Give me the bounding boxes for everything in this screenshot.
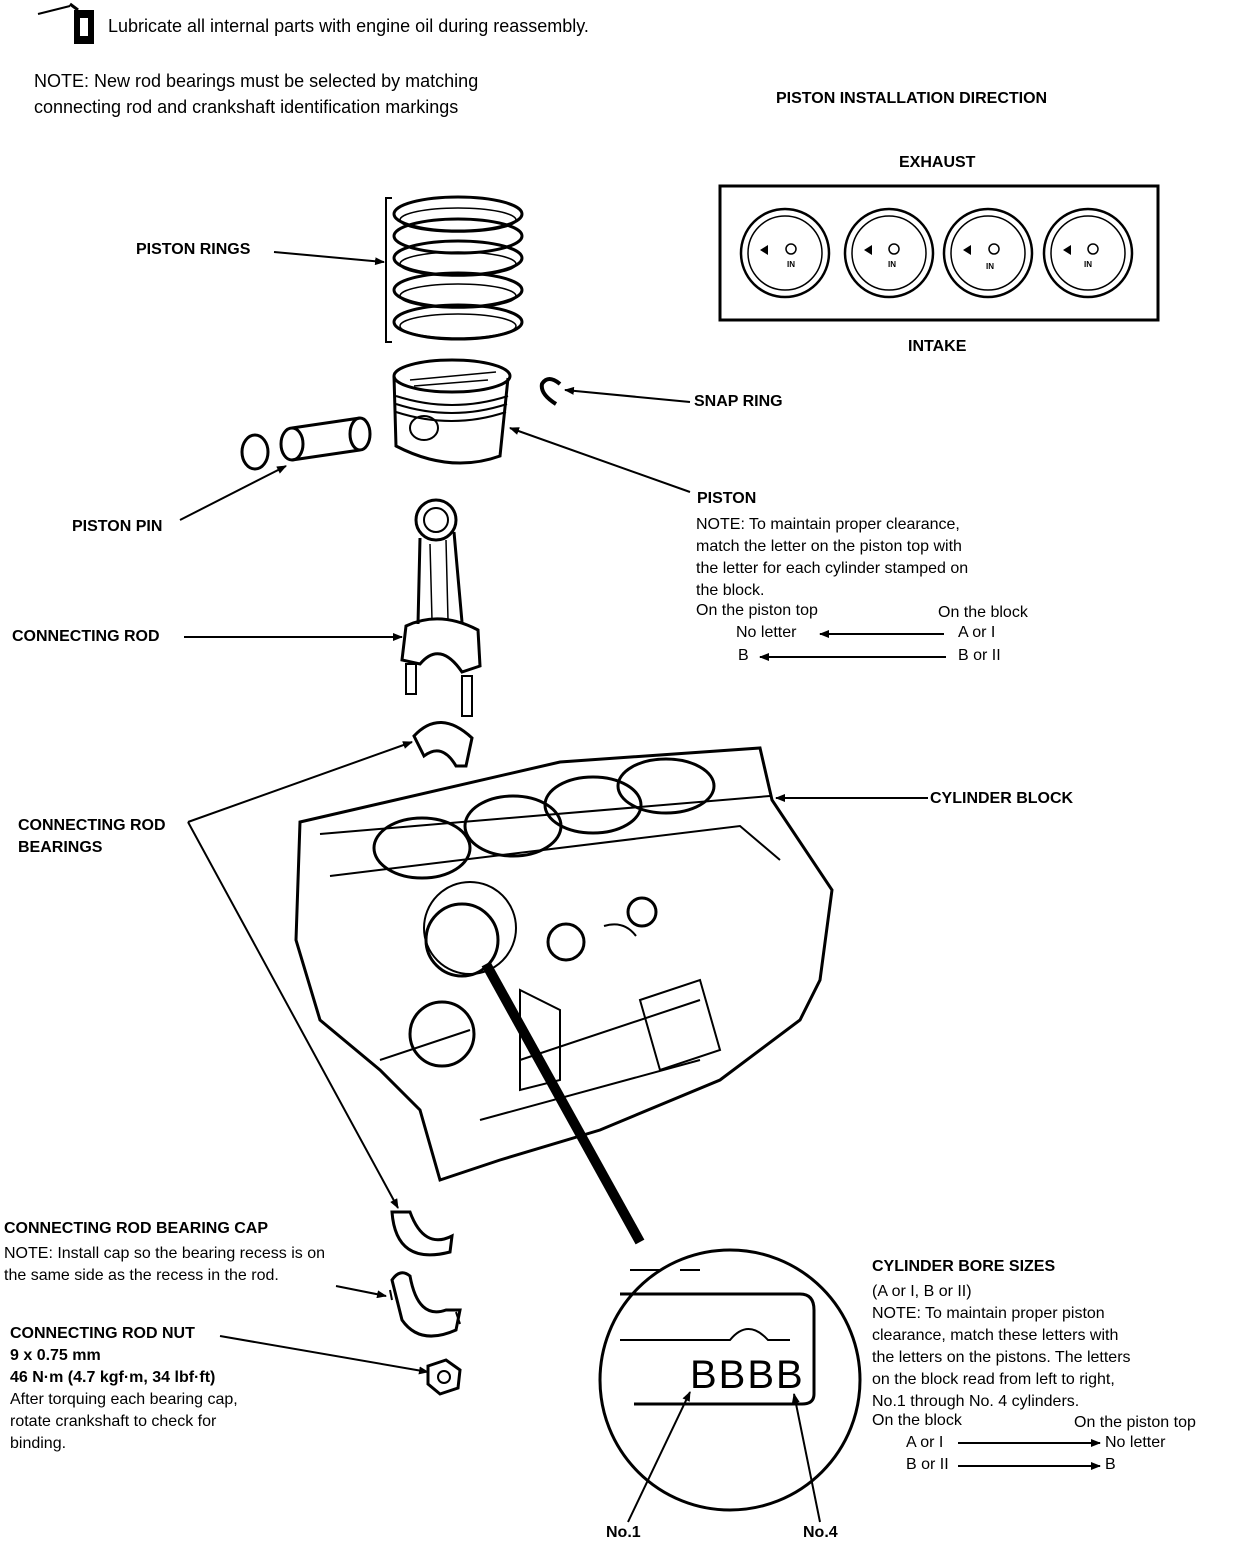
snap-ring-label: SNAP RING	[694, 393, 783, 410]
piston-note-line: NOTE: To maintain proper clearance,	[696, 516, 960, 533]
rod-nut-drawing	[426, 1358, 462, 1396]
oil-can-icon	[37, 2, 94, 44]
bearing-cap-title: CONNECTING ROD BEARING CAP	[4, 1220, 269, 1237]
piston-note-line: match the letter on the piston top with	[696, 538, 962, 555]
piston-drawing	[392, 358, 512, 465]
cylinder-block-label: CYLINDER BLOCK	[930, 790, 1074, 807]
piston-top-3	[942, 207, 1034, 299]
block-stamp-letters: BBBB	[690, 1353, 805, 1397]
connecting-rod-drawing	[400, 498, 482, 717]
bore-sizes-note-line: clearance, match these letters with	[872, 1327, 1119, 1344]
bearing-cap-drawing	[389, 1271, 462, 1338]
bore-table-row2-left: B or II	[906, 1456, 949, 1473]
bore-sizes-note-line: NOTE: To maintain proper piston	[872, 1305, 1105, 1322]
bore-table-row2-right: B	[1105, 1456, 1116, 1473]
rod-nut-spec: CONNECTING ROD NUT 9 x 0.75 mm 46 N·m (4…	[10, 1323, 238, 1455]
piston-direction-title: PISTON INSTALLATION DIRECTION	[776, 90, 1048, 107]
cylinder-block-drawing	[294, 746, 834, 1182]
leader-lines	[179, 251, 1101, 1523]
piston-pin-label: PISTON PIN	[72, 518, 163, 535]
rod-bearing-cap-bearing	[390, 1210, 454, 1257]
bearing-cap-note: NOTE: Install cap so the bearing recess …	[4, 1243, 325, 1287]
rod-nut-spec-line: binding.	[10, 1435, 67, 1452]
rod-nut-spec-line: CONNECTING ROD NUT	[10, 1325, 195, 1342]
rod-nut-spec-line: rotate crankshaft to check for	[10, 1413, 217, 1430]
rod-nut-spec-line: After torquing each bearing cap,	[10, 1391, 238, 1408]
rod-bearing-upper	[412, 721, 474, 768]
piston-note-line: the letter for each cylinder stamped on	[696, 560, 969, 577]
rod-nut-spec-line: 9 x 0.75 mm	[10, 1347, 101, 1364]
bore-sizes-title: CYLINDER BORE SIZES	[872, 1258, 1056, 1275]
bore-table-row1-left: A or I	[906, 1434, 944, 1451]
piston-top-2	[843, 207, 935, 299]
exhaust-label: EXHAUST	[899, 154, 976, 171]
piston-table-left-header: On the piston top	[696, 602, 818, 619]
piston-table-row2-right: B or II	[958, 647, 1001, 664]
piston-mark-3: IN	[986, 262, 994, 271]
piston-table-row1-right: A or I	[958, 624, 996, 641]
bearing-cap-note-line: NOTE: Install cap so the bearing recess …	[4, 1245, 326, 1262]
piston-rings-drawing	[385, 195, 524, 343]
bore-table-row1-right: No letter	[1105, 1434, 1166, 1451]
cylinder-no1-label: No.1	[606, 1524, 641, 1541]
rod-bearings-label-line: BEARINGS	[18, 839, 103, 856]
cylinder-no4-label: No.4	[803, 1524, 838, 1541]
intake-label: INTAKE	[908, 338, 967, 355]
bore-sizes-note-line: the letters on the pistons. The letters	[872, 1349, 1131, 1366]
piston-top-1	[739, 207, 831, 299]
piston-mark-4: IN	[1084, 260, 1092, 269]
header-note-line: connecting rod and crankshaft identifica…	[34, 97, 459, 117]
piston-table-right-header: On the block	[938, 604, 1028, 621]
rod-bearings-label: CONNECTING ROD BEARINGS	[18, 815, 166, 859]
bore-table-left-header: On the block	[872, 1412, 962, 1429]
piston-top-4	[1042, 207, 1134, 299]
piston-table-row1-left: No letter	[736, 624, 797, 641]
bore-sizes-note-line: (A or I, B or II)	[872, 1283, 972, 1300]
lubricate-instruction: Lubricate all internal parts with engine…	[108, 16, 589, 36]
connecting-rod-label: CONNECTING ROD	[12, 628, 160, 645]
bearing-cap-note-line: the same side as the recess in the rod.	[4, 1267, 279, 1284]
header-note-line: NOTE: New rod bearings must be selected …	[34, 71, 479, 91]
bore-sizes-note: (A or I, B or II) NOTE: To maintain prop…	[872, 1281, 1131, 1413]
piston-direction-panel	[718, 184, 1160, 322]
piston-pin-drawing	[279, 416, 372, 462]
piston-table-row2-left: B	[738, 647, 749, 664]
snap-ring-right	[539, 377, 562, 406]
bore-detail-circle	[423, 881, 862, 1512]
bore-sizes-note-line: on the block read from left to right,	[872, 1371, 1115, 1388]
piston-mark-2: IN	[888, 260, 896, 269]
piston-title: PISTON	[697, 490, 757, 507]
rod-bearings-label-line: CONNECTING ROD	[18, 817, 166, 834]
piston-mark-1: IN	[787, 260, 795, 269]
piston-note: NOTE: To maintain proper clearance, matc…	[696, 514, 968, 602]
piston-note-line: the block.	[696, 582, 765, 599]
rod-nut-spec-line: 46 N·m (4.7 kgf·m, 34 lbf·ft)	[10, 1369, 216, 1386]
bore-table-right-header: On the piston top	[1074, 1414, 1196, 1431]
bore-sizes-note-line: No.1 through No. 4 cylinders.	[872, 1393, 1080, 1410]
piston-rings-label: PISTON RINGS	[136, 241, 251, 258]
header-note: NOTE: New rod bearings must be selected …	[34, 70, 478, 118]
snap-ring-left	[240, 433, 270, 471]
